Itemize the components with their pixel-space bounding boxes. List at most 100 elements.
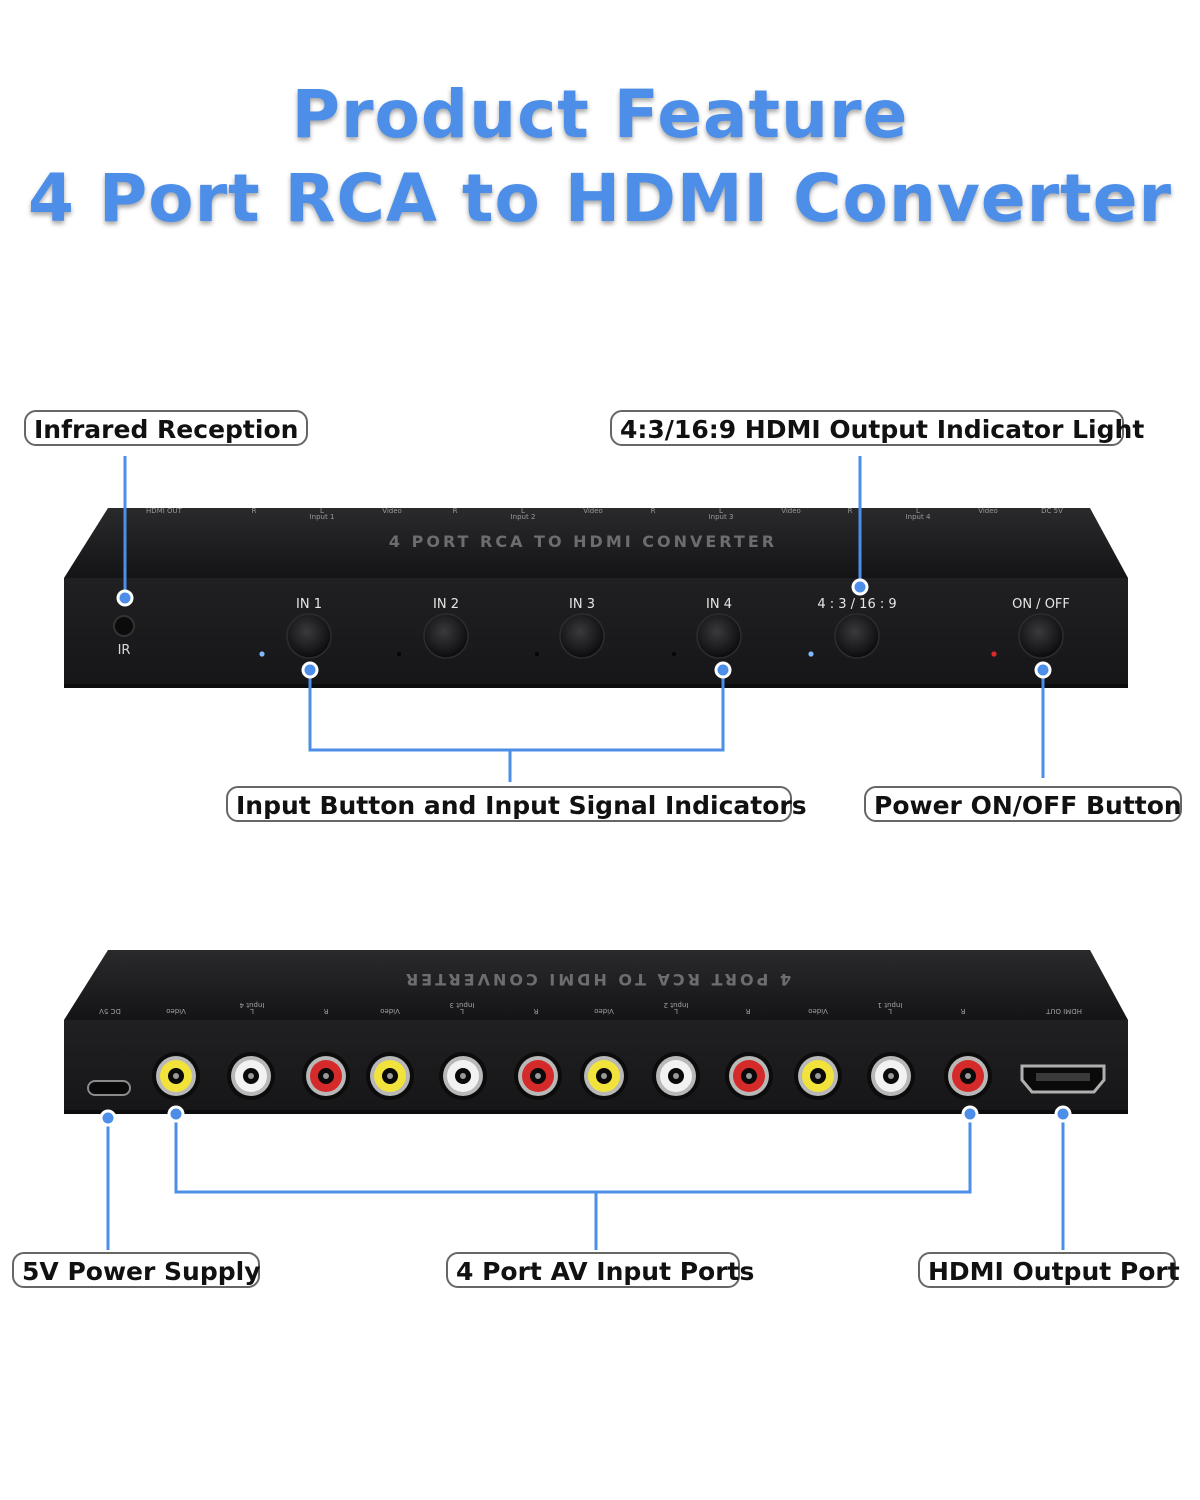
indicator-led [991, 651, 997, 657]
indicator-led [672, 652, 676, 656]
rca-jack-white [867, 1052, 915, 1100]
rear-port-label: Video [380, 1007, 400, 1015]
front-top-label: L [719, 507, 723, 515]
rear-port-label: L [460, 1007, 464, 1015]
front-panel-diagram: 4 PORT RCA TO HDMI CONVERTER HDMI OUT R L V… [64, 456, 1128, 782]
front-top-label: Video [978, 507, 998, 515]
front-top-label: L [521, 507, 525, 515]
rca-jack-red [514, 1052, 562, 1100]
rear-port-label: L [674, 1007, 678, 1015]
page-title-line-2: 4 Port RCA to HDMI Converter [27, 160, 1173, 237]
input-button-6[interactable] [1018, 613, 1064, 659]
rear-port-label: Input 2 [664, 1001, 689, 1009]
input-button-5[interactable] [834, 613, 880, 659]
rca-jack-white [439, 1052, 487, 1100]
dot-hdmi [1054, 1105, 1072, 1123]
front-top-label: DC 5V [1041, 507, 1063, 515]
input-button-2[interactable] [423, 613, 469, 659]
rear-port-label: L [250, 1007, 254, 1015]
rca-jack-red [725, 1052, 773, 1100]
rear-port-label: DC 5V [99, 1007, 121, 1015]
input-button-3[interactable] [559, 613, 605, 659]
rear-port-label: Video [808, 1007, 828, 1015]
indicator-led [259, 651, 265, 657]
dot-in1 [301, 661, 319, 679]
front-top-label: Video [583, 507, 603, 515]
rear-port-label: R [323, 1007, 328, 1015]
callout-infrared-reception: Infrared Reception [24, 410, 308, 446]
front-top-label: Input 1 [310, 513, 335, 521]
indicator-led [397, 652, 401, 656]
rear-port-labels: DC 5V Video L R Input 4 Video L R Input 3 Video L R… [99, 1001, 1082, 1015]
callout-aspect-indicator: 4:3/16:9 HDMI Output Indicator Light [610, 410, 1144, 446]
front-top-label: HDMI OUT [146, 507, 183, 515]
rear-port-label: L [888, 1007, 892, 1015]
rear-port-label: R [533, 1007, 538, 1015]
input-button-4[interactable] [696, 613, 742, 659]
callout-5v-power-supply: 5V Power Supply [12, 1252, 261, 1288]
front-top-label: R [651, 507, 656, 515]
front-top-label: Input 4 [906, 513, 931, 521]
front-model-text: 4 PORT RCA TO HDMI CONVERTER [389, 532, 777, 551]
front-top-label: Input 3 [709, 513, 734, 521]
input-button-1[interactable] [286, 613, 332, 659]
rca-jack-yellow [580, 1052, 628, 1100]
dot-r1 [961, 1105, 979, 1123]
button-label: 4 : 3 / 16 : 9 [817, 597, 896, 612]
dot-video4 [167, 1105, 185, 1123]
front-top-label: R [453, 507, 458, 515]
indicator-led [535, 652, 539, 656]
button-label: ON / OFF [1012, 597, 1070, 612]
button-label: IN 1 [296, 597, 322, 612]
front-top-label: Video [781, 507, 801, 515]
rear-panel-diagram: 4 PORT RCA TO HDMI CONVERTER DC 5V Video L… [64, 950, 1128, 1114]
rear-port-label: Input 4 [239, 1001, 264, 1009]
rear-port-label: Video [166, 1007, 186, 1015]
rear-port-label: R [745, 1007, 750, 1015]
button-label: IN 4 [706, 597, 732, 612]
front-callout-dots [116, 578, 1052, 679]
callout-power-button: Power ON/OFF Button [864, 786, 1182, 822]
rear-port-label: HDMI OUT [1045, 1007, 1082, 1015]
dot-in4 [714, 661, 732, 679]
ir-sensor-icon [113, 615, 135, 637]
rca-jack-white [652, 1052, 700, 1100]
ir-label: IR [118, 643, 131, 658]
callout-hdmi-output-port: HDMI Output Port [918, 1252, 1180, 1288]
rca-jack-yellow [152, 1052, 200, 1100]
rear-callout-lines [99, 1105, 1072, 1250]
dc-5v-port [87, 1080, 131, 1096]
rca-jack-white [227, 1052, 275, 1100]
callout-input-buttons: Input Button and Input Signal Indicators [226, 786, 807, 822]
page-title-line-1: Product Feature [291, 76, 909, 153]
rca-jack-yellow [366, 1052, 414, 1100]
front-callout-lines [123, 456, 1045, 782]
hdmi-out-port [1020, 1064, 1106, 1094]
front-top-label: L [320, 507, 324, 515]
dot-infrared [116, 589, 134, 607]
button-label: IN 2 [433, 597, 459, 612]
callout-av-input-ports: 4 Port AV Input Ports [446, 1252, 754, 1288]
front-buttons: IN 1 IN 2 IN 3 IN 4 4 : 3 / 16 : 9 ON / OFF [259, 597, 1070, 659]
indicator-led [808, 651, 814, 657]
rear-model-text: 4 PORT RCA TO HDMI CONVERTER [403, 970, 791, 989]
front-top-label: R [252, 507, 257, 515]
rca-jack-red [944, 1052, 992, 1100]
dot-dc [99, 1109, 117, 1127]
rear-port-label: Input 3 [450, 1001, 475, 1009]
rca-jacks [152, 1052, 992, 1100]
rca-jack-yellow [794, 1052, 842, 1100]
front-top-label: L [916, 507, 920, 515]
dot-power [1034, 661, 1052, 679]
rear-port-label: Input 1 [878, 1001, 903, 1009]
front-device: 4 PORT RCA TO HDMI CONVERTER [64, 508, 1128, 688]
rear-port-label: R [960, 1007, 965, 1015]
front-top-label: R [848, 507, 853, 515]
front-top-label: Input 2 [511, 513, 536, 521]
button-label: IN 3 [569, 597, 595, 612]
front-top-label: Video [382, 507, 402, 515]
rca-jack-red [302, 1052, 350, 1100]
dot-aspect-light [851, 578, 869, 596]
rear-port-label: Video [594, 1007, 614, 1015]
